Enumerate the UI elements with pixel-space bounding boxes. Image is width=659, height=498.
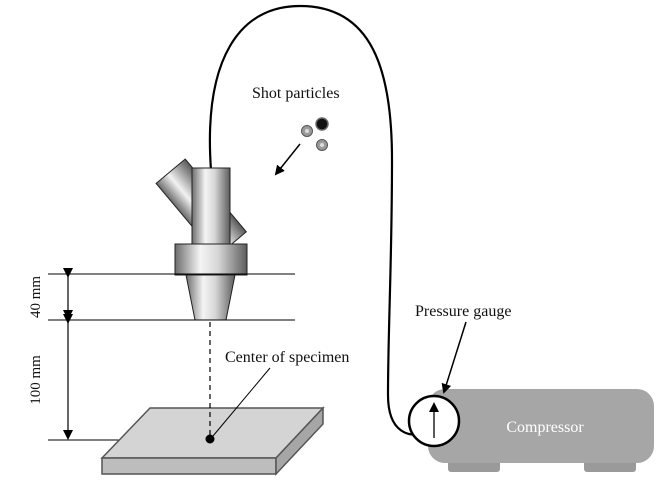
nozzle-pipe <box>191 167 231 249</box>
specimen-center-leader <box>212 367 271 437</box>
pressure-gauge-label: Pressure gauge <box>415 303 511 320</box>
shot-particles-arrow <box>274 143 301 176</box>
dim-label-100: 100 mm <box>28 355 44 405</box>
pressure-gauge-arrow <box>441 321 467 394</box>
shot-particles-label: Shot particles <box>252 85 340 102</box>
nozzle-tip <box>185 274 236 321</box>
dim-label-40: 40 mm <box>28 276 44 318</box>
nozzle-collar <box>174 243 248 276</box>
compressor <box>428 389 654 472</box>
air-hose <box>208 4 433 436</box>
center-of-specimen-label: Center of specimen <box>225 349 349 366</box>
specimen-center-dot <box>205 434 215 444</box>
shot-particles <box>301 117 329 151</box>
pressure-gauge <box>407 394 461 448</box>
specimen-plate <box>100 406 325 476</box>
compressor-label: Compressor <box>506 419 584 436</box>
